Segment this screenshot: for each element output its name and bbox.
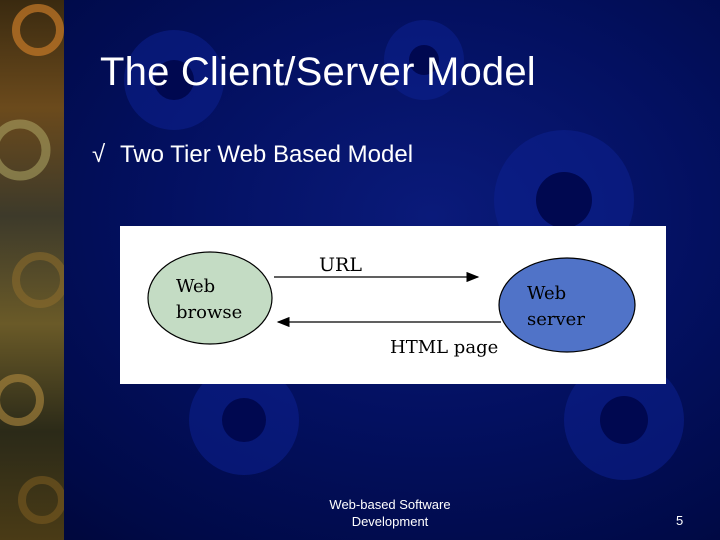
request-label: URL xyxy=(319,254,362,276)
gear-decoration xyxy=(0,4,68,524)
slide-title: The Client/Server Model xyxy=(100,50,536,94)
bullet-text: Two Tier Web Based Model xyxy=(120,141,414,168)
response-label: HTML page xyxy=(390,337,498,358)
server-node xyxy=(498,257,636,353)
client-node xyxy=(147,251,273,345)
server-label-line2: server xyxy=(527,309,585,330)
diagram-svg: URL HTML page Web browse Web server xyxy=(147,251,636,358)
footer-line-2: Development xyxy=(351,514,429,529)
left-decorative-strip xyxy=(0,0,68,540)
client-server-diagram: URL HTML page Web browse Web server xyxy=(120,226,666,384)
client-label-line2: browse xyxy=(176,302,242,323)
page-number: 5 xyxy=(676,513,684,528)
check-bullet-icon: √ xyxy=(92,141,106,168)
bullet-item: √ Two Tier Web Based Model xyxy=(92,141,413,169)
server-label-line1: Web xyxy=(527,283,566,304)
footer-line-1: Web-based Software xyxy=(329,497,451,512)
client-label-line1: Web xyxy=(176,276,215,297)
footer-text: Web-based Software Development xyxy=(290,496,490,530)
